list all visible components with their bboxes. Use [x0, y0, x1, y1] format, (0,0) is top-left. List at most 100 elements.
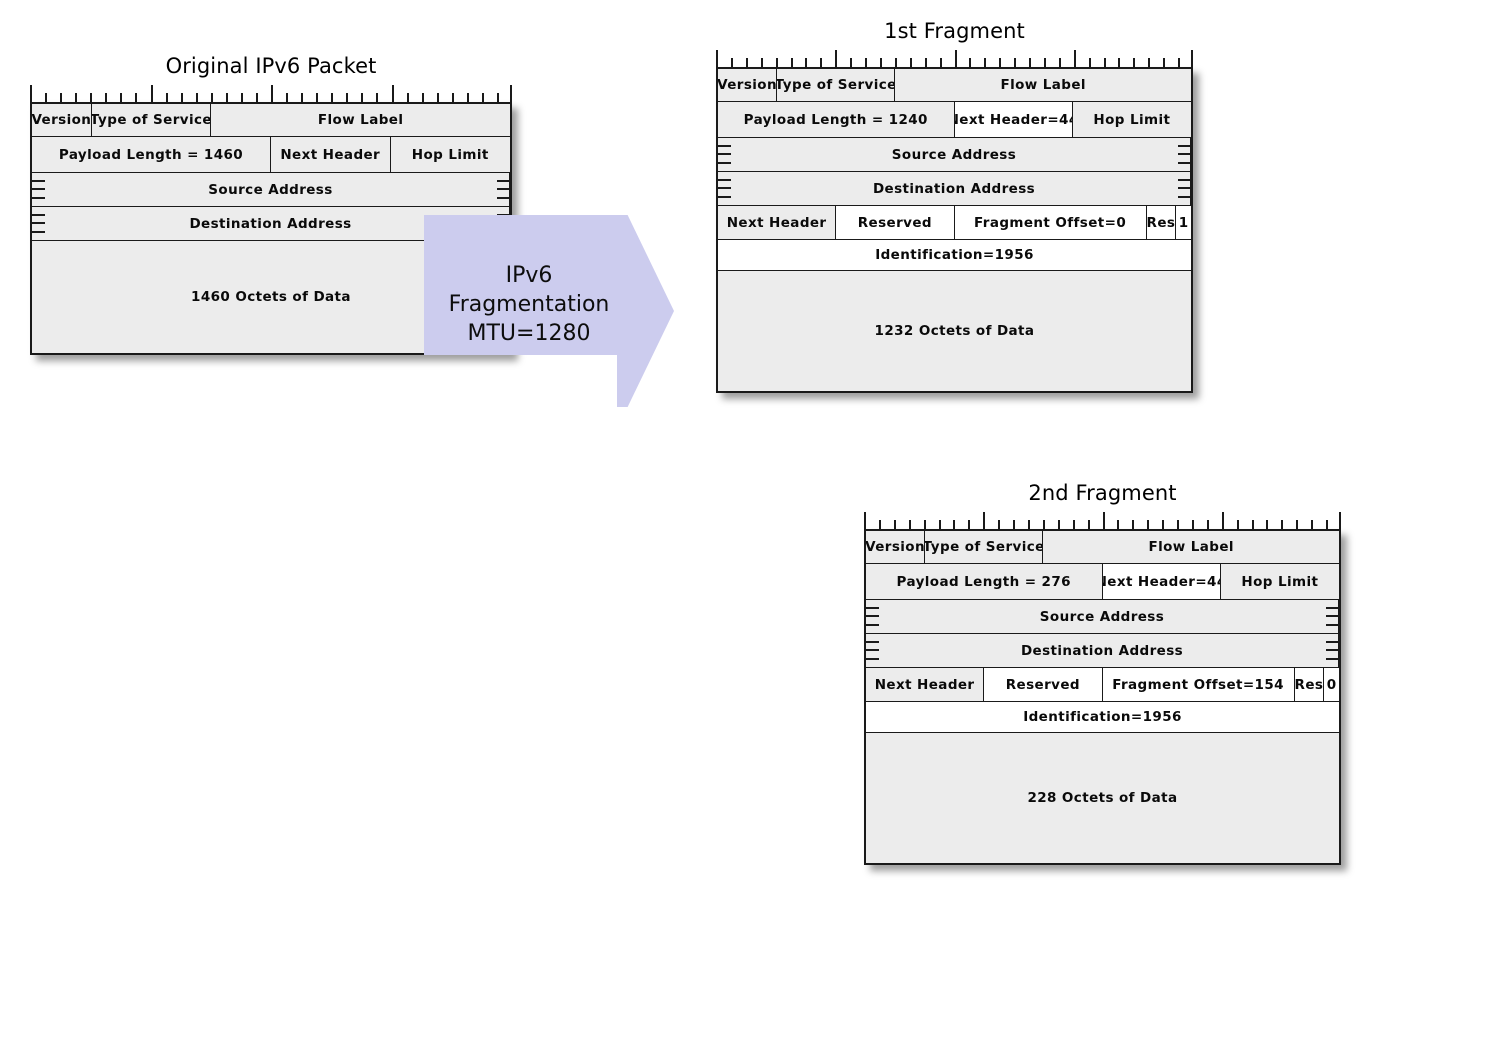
ruler-tick	[1058, 58, 1061, 68]
field-cell: 1	[1176, 206, 1191, 240]
ruler-tick	[716, 50, 718, 68]
ruler-tick	[983, 512, 986, 530]
field-cell: Destination Address	[718, 172, 1191, 206]
ruler-tick	[879, 58, 882, 68]
ruler-tick	[1029, 58, 1032, 68]
field-cell: Version	[32, 104, 92, 137]
ruler-tick	[1177, 520, 1180, 530]
ruler-tick	[1163, 58, 1166, 68]
ruler-tick	[835, 50, 838, 68]
field-cell: Fragment Offset=0	[954, 206, 1147, 240]
field-cell: Flow Label	[211, 104, 510, 137]
ruler-tick	[45, 93, 48, 103]
ruler-tick	[346, 93, 349, 103]
field-label: Reserved	[1005, 676, 1080, 693]
ruler-tick	[406, 93, 409, 103]
field-cell: Reserved	[984, 668, 1103, 702]
ruler-tick	[1191, 50, 1193, 68]
field-label: 1	[1178, 214, 1189, 231]
ruler-tick	[864, 512, 866, 530]
field-label: Type of Service	[777, 77, 896, 94]
ruler-tick	[924, 58, 927, 68]
field-cell: Res	[1294, 668, 1325, 702]
field-label: 228 Octets of Data	[1027, 790, 1178, 807]
destination-address-row: Destination Address	[866, 634, 1339, 669]
ruler-tick	[316, 93, 319, 103]
ruler-tick	[1043, 58, 1046, 68]
field-label: Fragment Offset=154	[1112, 676, 1284, 693]
ruler-tick	[909, 58, 912, 68]
ruler-tick	[1088, 58, 1091, 68]
ruler-tick	[1251, 520, 1254, 530]
ruler-tick	[135, 93, 138, 103]
ruler-tick	[745, 58, 748, 68]
ruler-tick	[150, 85, 153, 103]
field-label: Hop Limit	[1241, 573, 1319, 590]
ruler-tick	[331, 93, 334, 103]
field-cell: Next Header	[718, 206, 837, 240]
field-cell: Type of Service	[925, 531, 1044, 564]
field-label: Type of Service	[925, 539, 1044, 556]
field-cell: Next Header=44	[954, 102, 1073, 138]
ruler-tick	[878, 520, 881, 530]
ruler-tick	[165, 93, 168, 103]
field-cell: 0	[1324, 668, 1339, 702]
field-label: Source Address	[1039, 608, 1165, 625]
field-label: Fragment Offset=0	[974, 214, 1127, 231]
field-cell: Source Address	[32, 173, 510, 207]
ruler-tick	[938, 520, 941, 530]
ruler-tick	[421, 93, 424, 103]
field-cell: Identification=1956	[718, 240, 1191, 271]
ruler-tick	[1118, 58, 1121, 68]
ruler-tick	[510, 85, 512, 103]
field-label: Res	[1294, 676, 1324, 693]
field-label: Version	[718, 77, 777, 94]
field-cell: Hop Limit	[1220, 564, 1339, 600]
original-packet-ruler	[30, 84, 512, 103]
ruler-tick	[1042, 520, 1045, 530]
ruler-tick	[850, 58, 853, 68]
field-label: Destination Address	[189, 215, 352, 232]
ruler-tick	[1206, 520, 1209, 530]
ruler-tick	[225, 93, 228, 103]
field-label: Version	[866, 539, 925, 556]
ruler-tick	[1326, 520, 1329, 530]
ruler-tick	[969, 58, 972, 68]
ruler-tick	[301, 93, 304, 103]
field-label: Flow Label	[1000, 77, 1086, 94]
field-cell: Version	[718, 69, 778, 102]
field-cell: Next Header=44	[1102, 564, 1221, 600]
ruler-tick	[865, 58, 868, 68]
arrow-shape-icon	[424, 215, 674, 407]
ruler-tick	[953, 520, 956, 530]
ruler-tick	[1311, 520, 1314, 530]
field-cell: Next Header	[866, 668, 985, 702]
field-cell: Version	[866, 531, 926, 564]
ruler-tick	[120, 93, 123, 103]
field-label: Next Header=44	[1102, 573, 1221, 590]
field-label: 0	[1326, 676, 1337, 693]
field-label: Hop Limit	[1093, 111, 1171, 128]
ruler-tick	[75, 93, 78, 103]
ruler-tick	[968, 520, 971, 530]
ruler-tick	[496, 93, 499, 103]
ruler-tick	[1162, 520, 1165, 530]
field-cell: Source Address	[718, 138, 1191, 172]
ruler-tick	[436, 93, 439, 103]
source-address-row: Source Address	[866, 600, 1339, 635]
ruler-tick	[1221, 512, 1224, 530]
field-label: Identification=1956	[875, 247, 1034, 264]
ruler-tick	[1103, 58, 1106, 68]
field-label: Destination Address	[1020, 642, 1184, 659]
field-label: Source Address	[208, 181, 333, 198]
ruler-tick	[195, 93, 198, 103]
field-label: Next Header	[874, 676, 975, 693]
field-label: Next Header=44	[954, 111, 1073, 128]
ruler-tick	[1133, 58, 1136, 68]
